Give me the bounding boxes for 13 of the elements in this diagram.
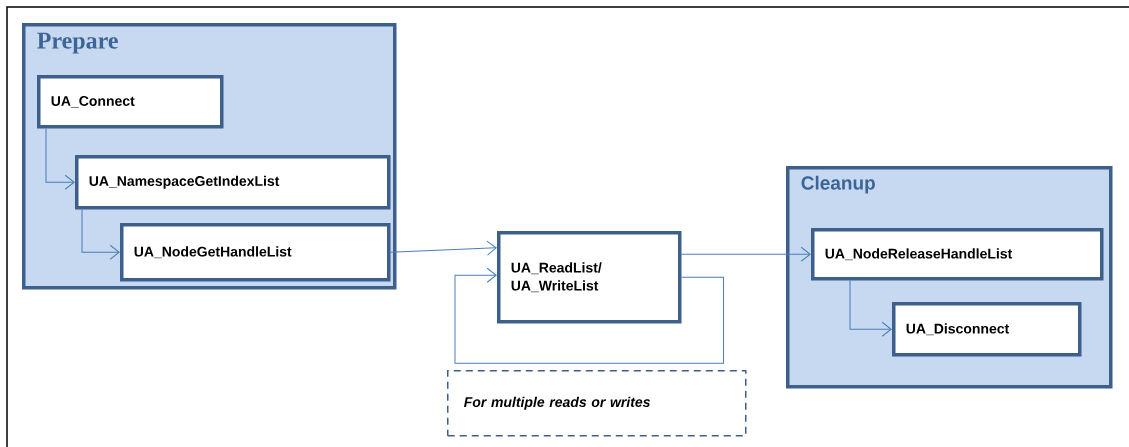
function-box: UA_NamespaceGetIndexList (75, 155, 391, 210)
function-box: UA_NodeReleaseHandleList (811, 228, 1104, 281)
function-box: UA_Connect (37, 75, 224, 129)
function-box: UA_Disconnect (892, 302, 1082, 357)
function-box: UA_ReadList/ UA_WriteList (497, 231, 682, 324)
arrow (454, 267, 724, 364)
arrow (390, 240, 497, 256)
function-box: UA_NodeGetHandleList (120, 223, 391, 282)
note-box: For multiple reads or writes (447, 370, 747, 437)
arrow (849, 280, 892, 337)
arrow (45, 128, 75, 190)
arrow (81, 209, 120, 260)
arrow (681, 246, 811, 262)
